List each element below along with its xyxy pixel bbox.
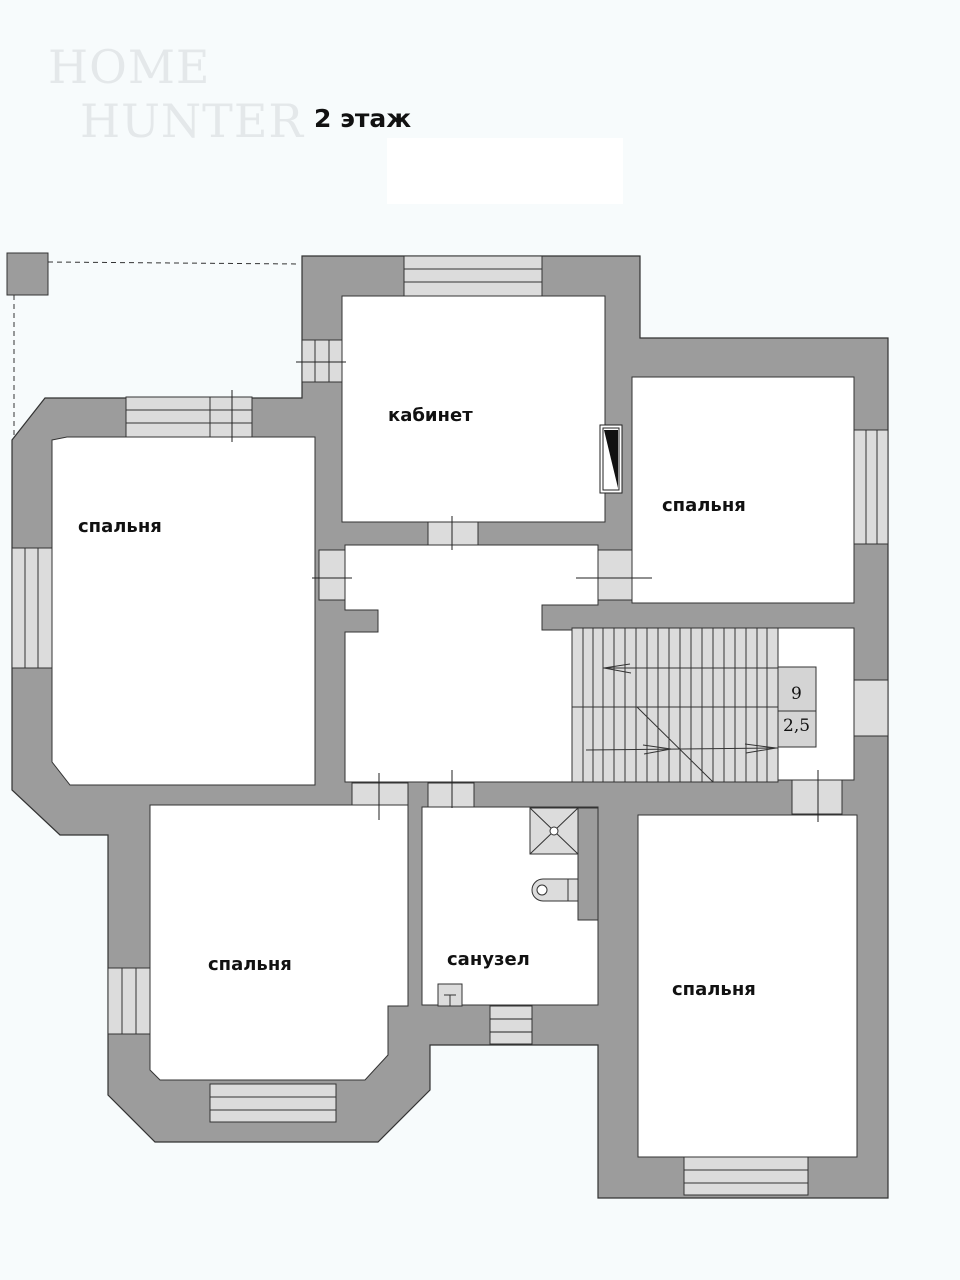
balcony-pillar [6, 252, 49, 296]
door-office [427, 521, 479, 546]
logo-line-1: HOME [48, 40, 211, 94]
room-label-office: кабинет [388, 405, 473, 426]
room-label-bedroom-sw: спальня [208, 954, 292, 975]
room-office [341, 295, 606, 523]
room-bedroom-nw [51, 436, 316, 786]
door-bedroom-sw [351, 782, 409, 806]
window-bedroom-nw-north [125, 396, 253, 438]
window-bedroom-nw-west [11, 547, 53, 669]
room-label-bathroom: санузел [447, 949, 530, 970]
doors [318, 521, 843, 1045]
room-label-bedroom-ne: спальня [662, 495, 746, 516]
window-bedroom-sw-west [107, 967, 151, 1035]
towel-radiator [437, 983, 463, 1007]
windows [11, 255, 889, 1196]
logo-line-2: HUNTER [80, 94, 305, 148]
room-hall [344, 544, 599, 783]
stair-info-box [777, 666, 817, 748]
door-ticks [231, 361, 819, 1033]
window-mullions [24, 268, 878, 1184]
window-bedroom-sw-south [209, 1083, 337, 1123]
room-label-bedroom-se: спальня [672, 979, 756, 1000]
rooms [51, 295, 858, 1158]
shower-tray [529, 807, 579, 855]
toilet [531, 878, 579, 902]
vent-shaft [599, 424, 623, 494]
blank-patch [387, 138, 623, 204]
window-bedroom-ne-east [853, 429, 889, 545]
room-bedroom-sw [149, 804, 409, 1081]
bathroom-niche-wall [577, 807, 599, 921]
window-stair-east [853, 679, 889, 737]
door-bedroom-nw [318, 549, 346, 601]
window-balcony-side [301, 339, 343, 383]
room-bedroom-ne [631, 376, 855, 604]
stair-height: 2,5 [783, 716, 811, 736]
room-bedroom-se [637, 814, 858, 1158]
window-bathroom-south [489, 1005, 533, 1045]
balcony-outline [13, 261, 301, 440]
staircase [571, 627, 817, 783]
window-bedroom-se-south [683, 1156, 809, 1196]
door-bedroom-ne [597, 549, 633, 601]
room-label-bedroom-nw: спальня [78, 516, 162, 537]
floor-title: 2 этаж [314, 104, 412, 133]
door-bedroom-se [791, 779, 843, 815]
door-bathroom [427, 782, 475, 808]
stair-steps-count: 9 [791, 684, 802, 704]
window-office-north [403, 255, 543, 297]
